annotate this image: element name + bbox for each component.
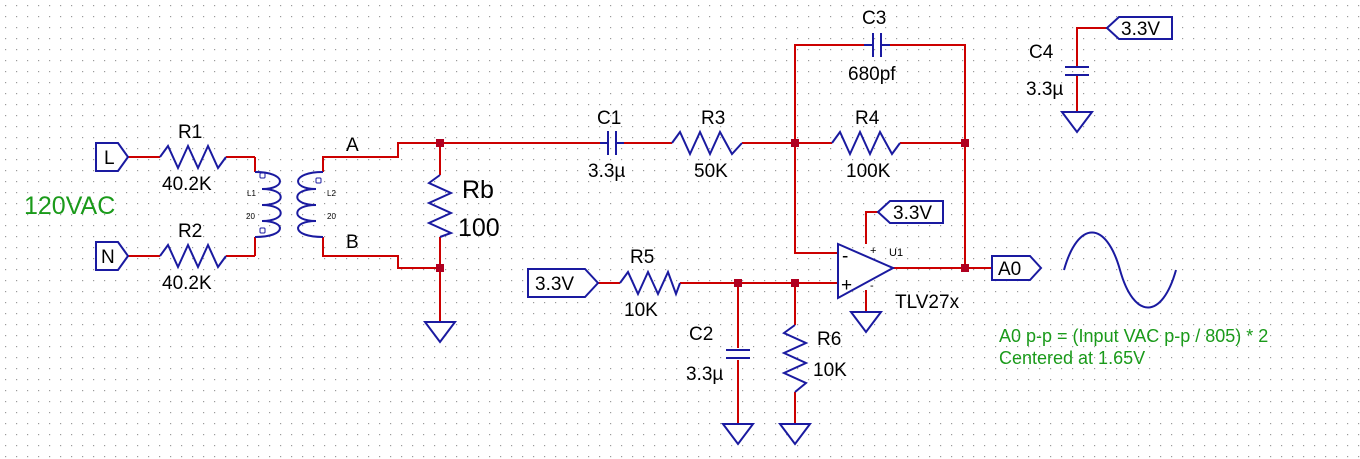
wires bbox=[127, 27, 1107, 424]
resistor-r1[interactable]: R1 40.2K bbox=[159, 122, 227, 195]
ground-rb bbox=[423, 321, 457, 344]
capacitor-c2[interactable]: C2 3.3µ bbox=[686, 324, 750, 385]
svg-text:-: - bbox=[870, 280, 874, 292]
svg-text:50K: 50K bbox=[694, 161, 728, 182]
resistor-r2[interactable]: R2 40.2K bbox=[159, 221, 227, 294]
resistor-r4[interactable]: R4 100K bbox=[831, 108, 901, 182]
svg-text:10K: 10K bbox=[813, 360, 847, 381]
ground-c4 bbox=[1060, 111, 1094, 134]
resistor-r6[interactable]: R6 10K bbox=[781, 324, 847, 393]
transformer[interactable]: L1 L2 20 20 A B bbox=[246, 135, 359, 253]
svg-text:C4: C4 bbox=[1029, 42, 1054, 63]
svg-text:100: 100 bbox=[458, 214, 500, 242]
source-label: 120VAC bbox=[24, 192, 115, 220]
svg-text:+: + bbox=[870, 245, 876, 257]
svg-text:L2: L2 bbox=[327, 189, 336, 198]
ground-opamp bbox=[849, 311, 883, 334]
capacitor-c1[interactable]: C1 3.3µ bbox=[588, 108, 625, 182]
svg-text:20: 20 bbox=[246, 212, 255, 221]
svg-text:Rb: Rb bbox=[462, 176, 494, 204]
svg-text:10K: 10K bbox=[624, 300, 658, 321]
svg-text:3.3V: 3.3V bbox=[893, 203, 932, 224]
port-neutral[interactable]: N bbox=[95, 241, 130, 271]
svg-text:3.3V: 3.3V bbox=[1121, 19, 1160, 40]
svg-text:U1: U1 bbox=[889, 247, 903, 259]
svg-text:R1: R1 bbox=[178, 122, 202, 143]
svg-text:3.3µ: 3.3µ bbox=[1026, 79, 1063, 100]
svg-text:A: A bbox=[346, 135, 359, 156]
svg-text:+: + bbox=[841, 275, 852, 296]
port-vcc-opamp[interactable]: 3.3V bbox=[876, 200, 944, 224]
svg-text:R4: R4 bbox=[855, 108, 880, 129]
capacitor-c3[interactable]: C3 680pf bbox=[848, 8, 896, 85]
svg-text:20: 20 bbox=[327, 212, 336, 221]
resistor-r3[interactable]: R3 50K bbox=[671, 108, 743, 182]
resistor-r5[interactable]: R5 10K bbox=[619, 247, 681, 321]
ground-r6 bbox=[778, 423, 812, 446]
junctions bbox=[436, 139, 969, 287]
svg-text:C1: C1 bbox=[597, 108, 621, 129]
svg-text:TLV27x: TLV27x bbox=[895, 292, 960, 313]
svg-text:3.3µ: 3.3µ bbox=[686, 364, 723, 385]
svg-text:680pf: 680pf bbox=[848, 64, 896, 85]
svg-text:R6: R6 bbox=[817, 329, 841, 350]
svg-text:C2: C2 bbox=[689, 324, 713, 345]
svg-text:100K: 100K bbox=[846, 161, 891, 182]
svg-text:L1: L1 bbox=[247, 189, 256, 198]
svg-text:R5: R5 bbox=[630, 247, 654, 268]
svg-text:N: N bbox=[101, 247, 115, 268]
svg-text:A0: A0 bbox=[998, 259, 1021, 280]
svg-text:C3: C3 bbox=[862, 8, 886, 29]
svg-text:L: L bbox=[104, 148, 115, 169]
svg-text:-: - bbox=[842, 246, 848, 267]
port-output-a0[interactable]: A0 bbox=[991, 255, 1043, 281]
port-line[interactable]: L bbox=[95, 142, 130, 172]
ground-c2 bbox=[721, 423, 755, 446]
ground-symbols bbox=[423, 111, 1094, 446]
svg-text:3.3µ: 3.3µ bbox=[588, 161, 625, 182]
svg-text:R2: R2 bbox=[178, 221, 202, 242]
svg-text:B: B bbox=[346, 232, 359, 253]
port-vref-input[interactable]: 3.3V bbox=[527, 268, 600, 298]
sine-wave-icon bbox=[1063, 231, 1177, 309]
port-vcc-c4[interactable]: 3.3V bbox=[1105, 16, 1173, 40]
svg-text:40.2K: 40.2K bbox=[162, 174, 212, 195]
note-line-2: Centered at 1.65V bbox=[999, 348, 1145, 368]
capacitor-c4[interactable]: C4 3.3µ bbox=[1026, 42, 1089, 100]
svg-text:40.2K: 40.2K bbox=[162, 273, 212, 294]
note-line-1: A0 p-p = (Input VAC p-p / 805) * 2 bbox=[999, 326, 1268, 346]
opamp-u1[interactable]: - + + - U1 TLV27x bbox=[837, 242, 960, 313]
svg-text:R3: R3 bbox=[701, 108, 725, 129]
resistor-rb[interactable]: Rb 100 bbox=[426, 174, 500, 242]
svg-text:3.3V: 3.3V bbox=[535, 274, 574, 295]
